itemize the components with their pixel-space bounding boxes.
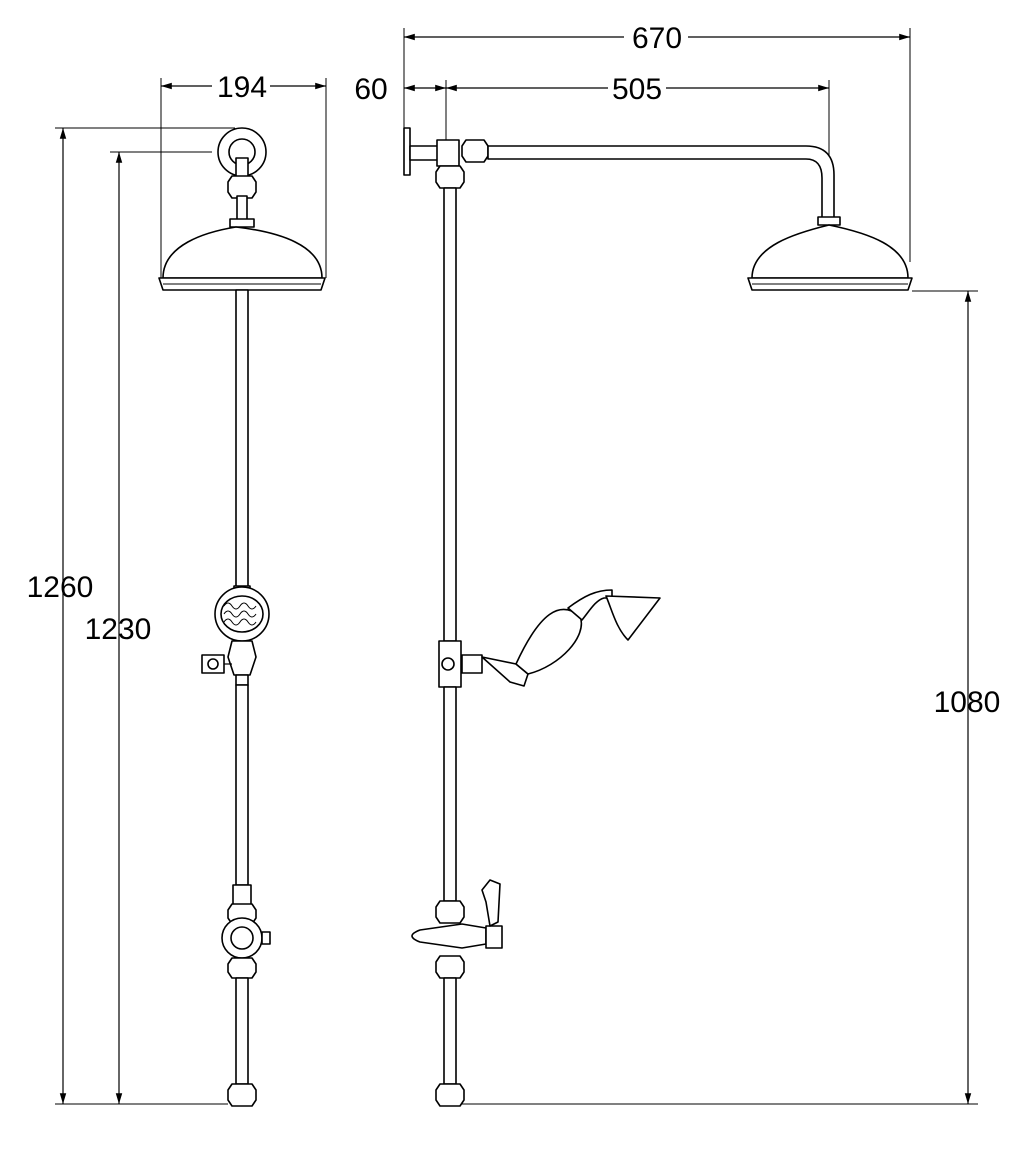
dimension-overall-height: 1260 [27, 571, 94, 604]
side-view [403, 127, 913, 1107]
front-view [158, 127, 326, 1107]
dimension-head-clearance: 1080 [934, 686, 1001, 719]
dimension-lines [55, 28, 978, 1105]
dimension-arm-projection: 505 [612, 73, 662, 106]
dimension-head-diameter: 194 [217, 71, 267, 104]
dimension-head-height: 1230 [85, 613, 152, 646]
dimension-wall-offset: 60 [354, 73, 387, 106]
dimension-total-projection: 670 [632, 22, 682, 55]
